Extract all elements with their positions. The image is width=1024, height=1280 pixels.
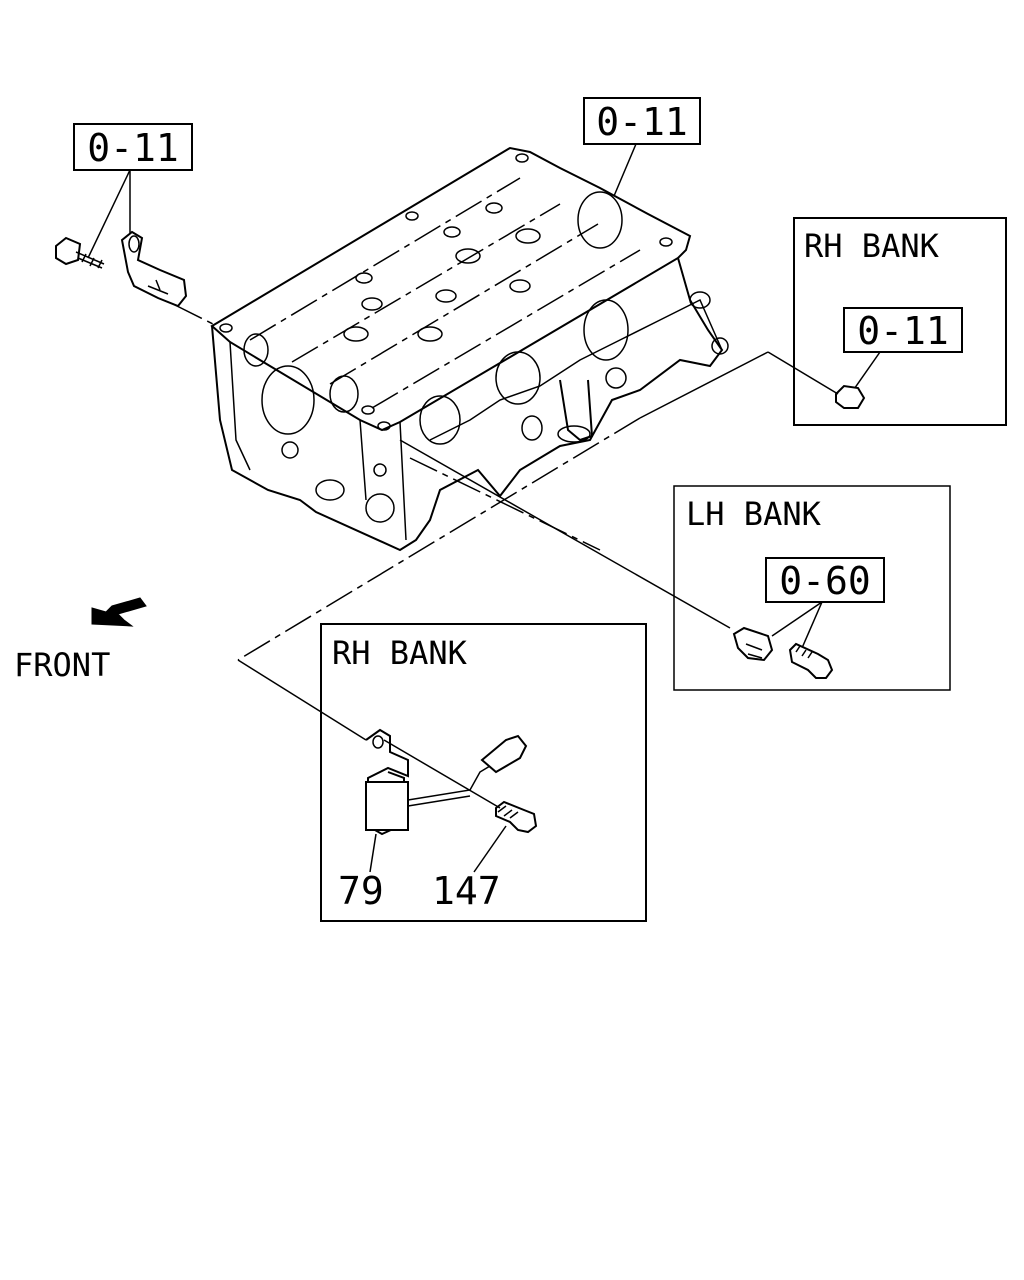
callout-lh-sensor-text: 0-60 <box>779 559 871 603</box>
front-direction: FRONT <box>14 597 147 684</box>
sensor-icon <box>732 626 774 662</box>
callout-top-center-text: 0-11 <box>596 100 688 144</box>
bracket-and-bolt-icon <box>55 230 216 326</box>
bolt-147-icon <box>495 800 538 834</box>
plug-icon <box>835 384 866 409</box>
panel-rh-bank-top: RH BANK 0-11 <box>793 217 1007 426</box>
callout-top-left: 0-11 <box>73 123 193 259</box>
front-label: FRONT <box>14 646 110 684</box>
cylinder-head-drawing <box>210 146 729 552</box>
front-arrow-icon <box>91 597 147 627</box>
panel-rh-bank-bottom-title: RH BANK <box>332 634 468 672</box>
panel-lh-bank: LH BANK 0-60 <box>673 485 951 691</box>
bolt-icon <box>788 642 834 679</box>
callout-top-left-text: 0-11 <box>87 126 179 170</box>
panel-lh-bank-title: LH BANK <box>686 495 822 533</box>
panel-rh-bank-top-title: RH BANK <box>804 227 940 265</box>
part-number-147: 147 <box>432 869 501 913</box>
panel-rh-bank-bottom: RH BANK 79 147 <box>320 623 647 922</box>
part-number-79: 79 <box>338 869 384 913</box>
callout-rh-plug-text: 0-11 <box>857 309 949 353</box>
connector-icon <box>480 734 528 774</box>
callout-top-center: 0-11 <box>583 97 701 197</box>
